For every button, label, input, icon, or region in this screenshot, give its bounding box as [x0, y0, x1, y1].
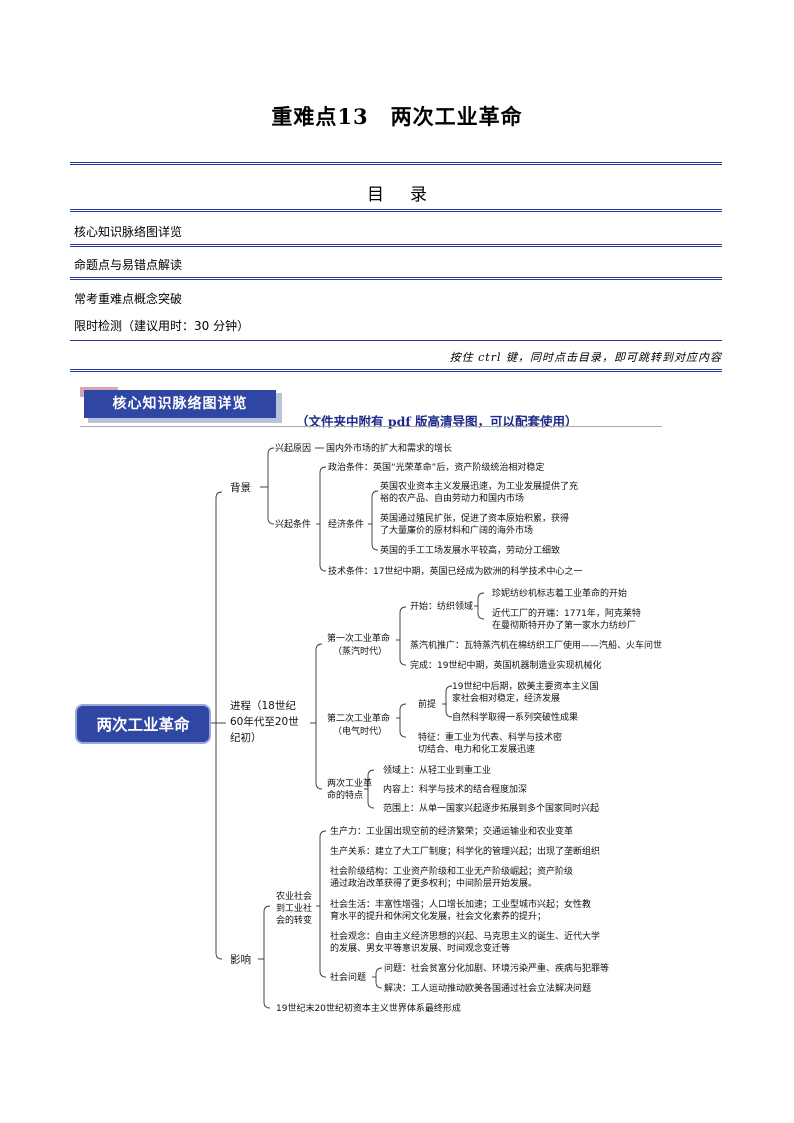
node-impact-1: 生产力：工业国出现空前的经济繁荣；交通运输业和农业变革	[330, 825, 573, 837]
node-impact-3b: 通过政治改革获得了更多权利；中间阶层开始发展。	[330, 877, 537, 889]
node-r1-steam: 蒸汽机推广：瓦特蒸汽机在棉纺织工厂使用——汽船、火车问世	[410, 639, 662, 651]
jump-hint: 按住 ctrl 键，同时点击目录，即可跳转到对应内容	[449, 351, 722, 364]
toc-item-2[interactable]: 命题点与易错点解读	[74, 258, 183, 272]
node-impact-7: 19世纪末20世纪初资本主义世界体系最终形成	[276, 1002, 461, 1014]
toc-item-4[interactable]: 限时检测（建议用时：30 分钟）	[74, 319, 250, 333]
node-impact-5a: 社会观念：自由主义经济思想的兴起、马克思主义的诞生、近代大学	[330, 930, 600, 942]
rule	[70, 209, 722, 212]
node-second-revolution-sub: （电气时代）	[333, 725, 387, 737]
node-eco-2b: 了大量廉价的原材料和广阔的海外市场	[380, 524, 533, 536]
node-r1-done: 完成：19世纪中期，英国机器制造业实现机械化	[410, 659, 601, 671]
section-note: （文件夹中附有 pdf 版高清导图，可以配套使用）	[296, 414, 578, 429]
node-transition-2: 到工业社	[276, 902, 312, 914]
node-features: 两次工业革	[327, 777, 372, 789]
node-political: 政治条件：英国“光荣革命”后，资产阶级统治相对稳定	[328, 461, 544, 473]
node-feature-2: 内容上：科学与技术的结合程度加深	[383, 783, 527, 795]
node-r2-premise: 前提	[418, 698, 436, 710]
node-impact-4a: 社会生活：丰富性增强；人口增长加速；工业型城市兴起；女性教	[330, 898, 591, 910]
mind-map-connectors	[210, 447, 485, 1009]
node-cause: 兴起原因	[275, 443, 311, 454]
branch-impact: 影响	[230, 953, 251, 966]
node-impact-4b: 育水平的提升和休闲文化发展，社会文化素养的提升；	[330, 910, 546, 922]
rule	[70, 277, 722, 280]
node-impact-2: 生产关系：建立了大工厂制度；科学化的管理兴起；出现了垄断组织	[330, 845, 600, 857]
node-r2-p2: 自然科学取得一系列突破性成果	[452, 711, 578, 723]
node-impact-6-1: 问题：社会贫富分化加剧、环境污染严重、疾病与犯罪等	[384, 962, 609, 974]
branch-process-3: 纪初）	[230, 731, 262, 744]
node-first-revolution-sub: （蒸汽时代）	[333, 645, 387, 657]
node-impact-5b: 的发展、男女平等意识发展、时间观念变迁等	[330, 942, 510, 954]
node-features-2: 命的特点	[327, 789, 363, 801]
node-r1-s1: 珍妮纺纱机标志着工业革命的开始	[492, 587, 627, 599]
section-badge: 核心知识脉络图详览	[80, 387, 282, 423]
node-impact-6-2: 解决：工人运动推动欧美各国通过社会立法解决问题	[384, 982, 591, 994]
node-cause-value: 国内外市场的扩大和需求的增长	[326, 442, 452, 454]
rule	[70, 340, 722, 341]
node-conditions: 兴起条件	[275, 518, 311, 530]
rule	[70, 244, 722, 247]
toc-item-3[interactable]: 常考重难点概念突破	[74, 292, 183, 306]
node-impact-6: 社会问题	[330, 971, 366, 983]
node-transition-3: 会的转变	[276, 914, 312, 926]
node-economic: 经济条件	[328, 518, 364, 530]
node-r2-p1b: 家社会相对稳定，经济发展	[452, 692, 560, 704]
node-r1-s2b: 在曼彻斯特开办了第一家水力纺纱厂	[492, 619, 636, 631]
branch-process-2: 60年代至20世	[230, 715, 299, 728]
badge-underline	[80, 426, 662, 427]
node-eco-3: 英国的手工工场发展水平较高，劳动分工细致	[380, 544, 560, 556]
root-label: 两次工业革命	[96, 715, 190, 734]
node-transition-1: 农业社会	[276, 890, 312, 902]
node-eco-1a: 英国农业资本主义发展迅速，为工业发展提供了充	[380, 480, 578, 492]
node-first-revolution: 第一次工业革命	[327, 632, 390, 644]
node-impact-3a: 社会阶级结构：工业资产阶级和工业无产阶级崛起；资产阶级	[330, 865, 573, 877]
toc-item-1[interactable]: 核心知识脉络图详览	[74, 225, 183, 239]
node-r1-start: 开始：纺织领域	[410, 600, 473, 612]
document-title: 重难点13 两次工业革命	[271, 104, 523, 129]
section-badge-label: 核心知识脉络图详览	[84, 390, 276, 418]
node-r1-s2a: 近代工厂的开端：1771年，阿克莱特	[492, 607, 641, 619]
node-eco-2a: 英国通过殖民扩张，促进了资本原始积累，获得	[380, 512, 569, 524]
node-r2-p1a: 19世纪中后期，欧美主要资本主义国	[452, 680, 598, 692]
rule	[70, 369, 722, 372]
node-feature-3: 范围上：从单一国家兴起逐步拓展到多个国家同时兴起	[383, 802, 599, 814]
node-eco-1b: 裕的农产品、自由劳动力和国内市场	[380, 492, 524, 504]
root-node	[75, 704, 211, 744]
rule	[70, 162, 722, 165]
branch-process-1: 进程（18世纪	[230, 700, 296, 712]
node-r2-fa: 特征：重工业为代表、科学与技术密	[418, 731, 562, 743]
branch-background: 背景	[230, 481, 251, 494]
node-r2-fb: 切结合、电力和化工发展迅速	[418, 743, 535, 755]
node-second-revolution: 第二次工业革命	[327, 712, 390, 724]
toc-title: 目录	[367, 185, 453, 205]
node-technical: 技术条件：17世纪中期，英国已经成为欧洲的科学技术中心之一	[328, 565, 582, 577]
node-feature-1: 领域上：从轻工业到重工业	[383, 764, 491, 776]
